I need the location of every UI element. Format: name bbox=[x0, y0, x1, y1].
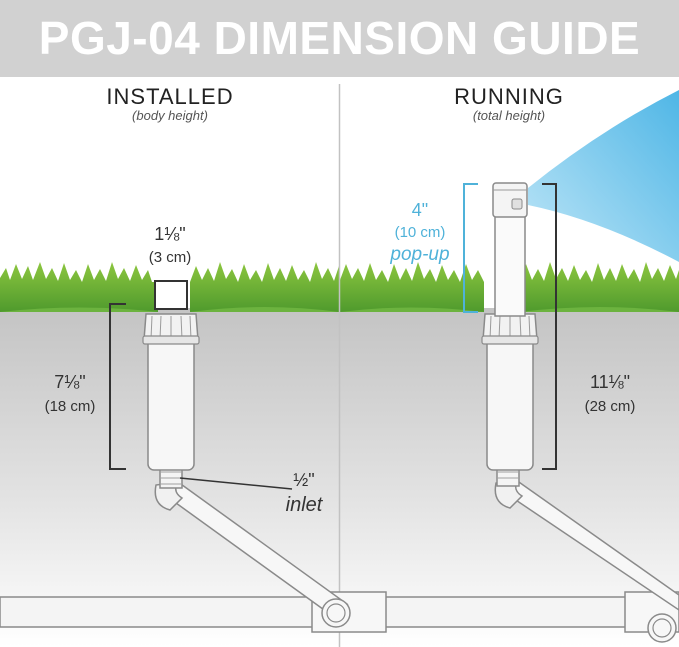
inlet-leader-line bbox=[179, 477, 293, 490]
total-height-bracket bbox=[542, 183, 557, 470]
installed-title: INSTALLED bbox=[106, 84, 234, 109]
water-spray bbox=[528, 90, 679, 262]
installed-body-bracket bbox=[109, 303, 126, 470]
popup-dimension-metric: (10 cm) bbox=[394, 224, 446, 241]
installed-subtitle: (body height) bbox=[132, 108, 208, 123]
cap-dimension: 1⅛" bbox=[154, 224, 186, 244]
cap-dimension-metric: (3 cm) bbox=[148, 249, 192, 266]
running-title: RUNNING bbox=[454, 84, 564, 109]
header-banner: PGJ-04 DIMENSION GUIDE bbox=[0, 0, 679, 77]
inlet-dimension: ½" bbox=[293, 470, 315, 490]
body-dimension-metric: (18 cm) bbox=[44, 398, 96, 415]
installed-sprinkler bbox=[142, 280, 351, 628]
running-subtitle: (total height) bbox=[472, 108, 546, 123]
body-dimension: 7⅛" bbox=[54, 372, 86, 392]
popup-bracket bbox=[463, 183, 478, 313]
popup-label: pop-up bbox=[390, 244, 450, 265]
inlet-label: inlet bbox=[285, 494, 323, 516]
running-sprinkler bbox=[481, 90, 679, 643]
total-dimension-metric: (28 cm) bbox=[584, 398, 636, 415]
page-title: PGJ-04 DIMENSION GUIDE bbox=[38, 12, 641, 64]
popup-dimension: 4" bbox=[411, 200, 429, 220]
total-dimension: 11⅛" bbox=[589, 372, 631, 392]
dimension-diagram bbox=[0, 84, 679, 647]
grass bbox=[0, 262, 679, 312]
